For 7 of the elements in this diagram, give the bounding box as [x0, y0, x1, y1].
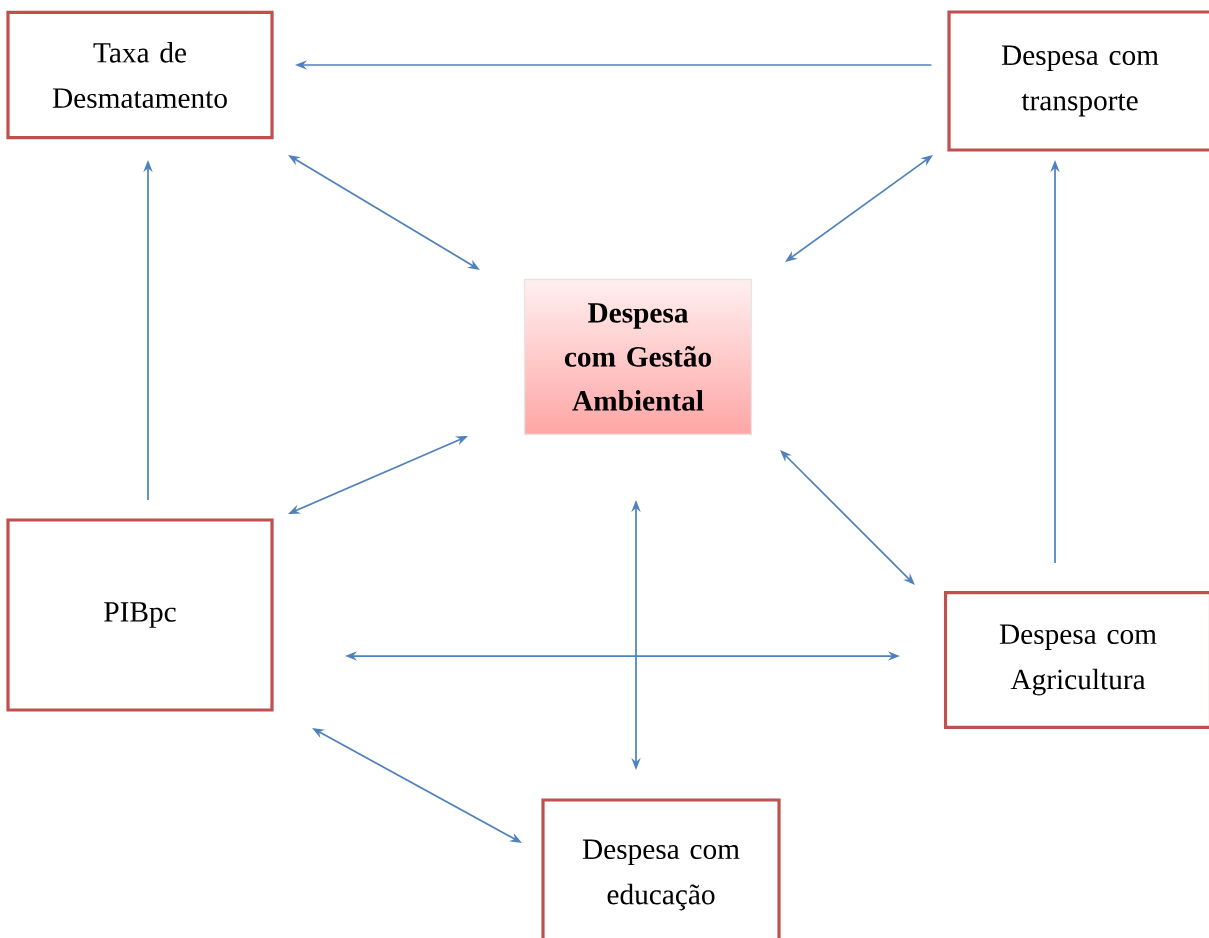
- variable-box: PIBpc: [6, 518, 274, 712]
- variable-box: Despesa com transporte: [947, 10, 1209, 152]
- variable-box: Despesa com educação: [541, 798, 781, 938]
- variable-box: Despesa com Agricultura: [943, 590, 1209, 730]
- variable-box: Taxa de Desmatamento: [6, 10, 274, 140]
- arrow: [780, 450, 915, 585]
- main-box: Despesa com Gestão Ambiental: [523, 278, 753, 436]
